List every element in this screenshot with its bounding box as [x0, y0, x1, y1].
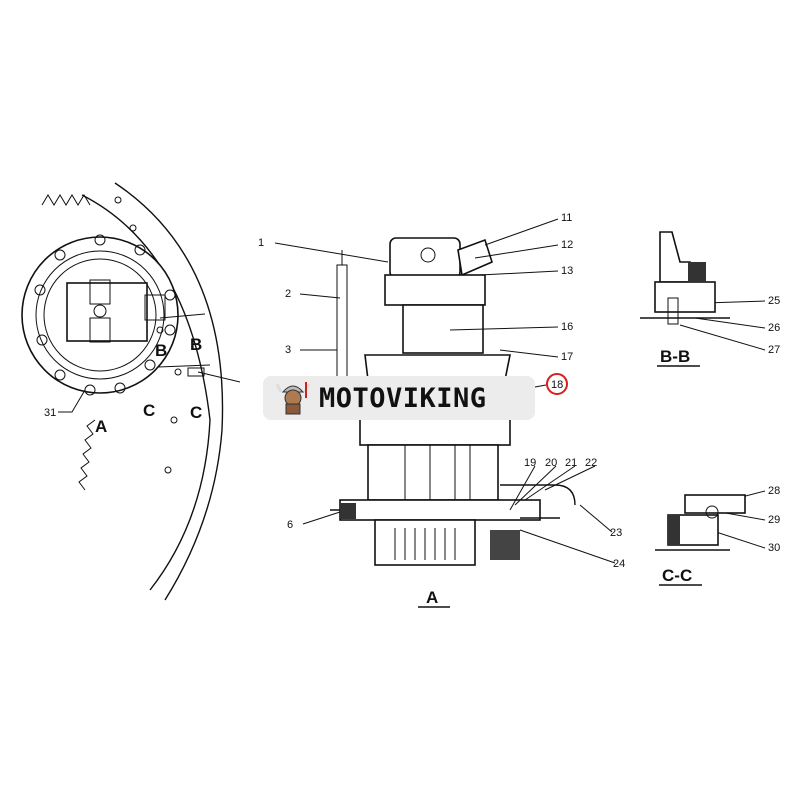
callout-12: 12	[561, 239, 573, 251]
callout-17: 17	[561, 351, 573, 363]
callout-22: 22	[585, 457, 597, 469]
callout-19: 19	[524, 457, 536, 469]
callout-11: 11	[561, 212, 572, 224]
view-label-c-c: C-C	[662, 566, 692, 585]
plan-marker-b-1: B	[155, 341, 167, 360]
callout-25: 25	[768, 295, 780, 307]
callout-24: 24	[613, 558, 625, 570]
callout-13: 13	[561, 265, 573, 277]
section-c-c	[655, 494, 746, 551]
callout-31: 31	[44, 407, 56, 419]
plan-marker-c-2: C	[190, 403, 202, 422]
plan-marker-c-1: C	[143, 401, 155, 420]
callout-28: 28	[768, 485, 780, 497]
plan-marker-a: A	[95, 417, 107, 436]
callout-2: 2	[285, 288, 291, 300]
watermark-brand-text: MOTOVIKING	[319, 382, 487, 414]
section-b-b	[640, 231, 730, 325]
highlight-ring	[546, 373, 568, 395]
plan-view	[21, 182, 241, 601]
callout-20: 20	[545, 457, 557, 469]
view-label-a: A	[426, 588, 438, 607]
main-view	[330, 237, 576, 566]
callout-21: 21	[565, 457, 577, 469]
viking-mascot-icon	[275, 382, 311, 415]
callout-3: 3	[285, 344, 291, 356]
callout-6: 6	[287, 519, 293, 531]
leader-lines	[274, 218, 766, 564]
view-label-b-b: B-B	[660, 347, 690, 366]
callout-18: 18	[551, 379, 563, 391]
callout-1: 1	[258, 237, 264, 249]
callout-29: 29	[768, 514, 780, 526]
callout-26: 26	[768, 322, 780, 334]
callout-30: 30	[768, 542, 780, 554]
plan-marker-b-2: B	[190, 335, 202, 354]
callout-23: 23	[610, 527, 622, 539]
callout-27: 27	[768, 344, 780, 356]
watermark-banner: MOTOVIKING	[263, 376, 535, 420]
callout-16: 16	[561, 321, 573, 333]
